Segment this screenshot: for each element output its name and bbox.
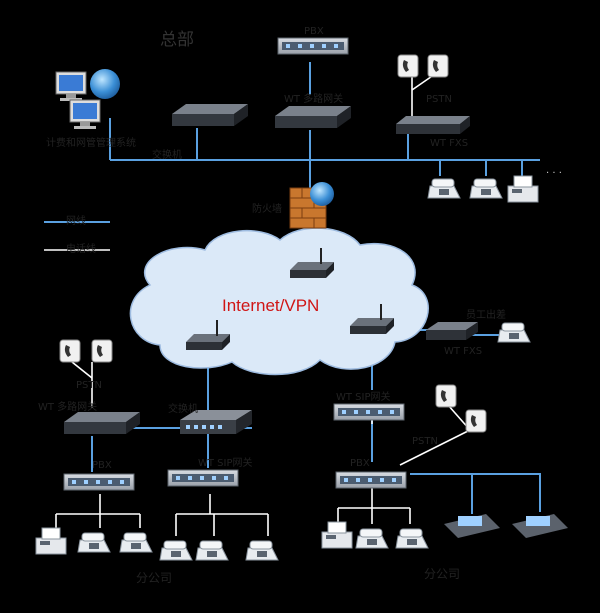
right-fax <box>321 521 353 549</box>
pbx-right-label: PBX <box>350 458 370 469</box>
wt-fxs-remote-device <box>426 322 478 340</box>
wt-gateway-hq-label: WT 多路网关 <box>284 94 344 105</box>
switch-left-device <box>180 410 252 434</box>
wt-fxs-hq-label: WT FXS <box>430 138 469 149</box>
right-phone-1 <box>355 528 389 549</box>
mgmt-globe-icon <box>90 69 120 99</box>
wt-gateway-hq-device <box>275 106 351 128</box>
wall-socket-left-1 <box>59 339 81 363</box>
pbx-top-label: PBX <box>304 26 324 37</box>
more-phones-dots: · · · <box>546 168 562 179</box>
pbx-top-device <box>277 37 349 55</box>
wall-socket-right-2 <box>465 409 487 433</box>
wt-fxs-remote-label: WT FXS <box>444 346 483 357</box>
wall-socket-right-1 <box>435 384 457 408</box>
wt-fxs-hq-device <box>396 116 470 134</box>
wall-socket-pstn-2 <box>427 54 449 78</box>
pbx-right-device <box>335 471 407 489</box>
pstn-top-label: PSTN <box>426 94 452 105</box>
wt-sip-right-label: WT SIP网关 <box>336 392 391 403</box>
hq-fax <box>507 175 539 203</box>
wt-sip-right-device <box>333 403 405 421</box>
internet-vpn-label: Internet/VPN <box>222 296 320 315</box>
hq-switch-device <box>172 104 248 126</box>
right-ip-phone-1 <box>444 514 500 538</box>
wt-sip-left-device <box>167 469 239 487</box>
hq-phone-1 <box>427 178 461 199</box>
pstn-left-label: PSTN <box>76 380 102 391</box>
mgmt-system-label: 计费和网管管理系统 <box>46 138 136 149</box>
wall-socket-pstn-1 <box>397 54 419 78</box>
legend <box>44 221 110 251</box>
wt-gateway-left-device <box>64 412 140 434</box>
hq-phone-2 <box>469 178 503 199</box>
branch-left-label: 分公司 <box>136 571 173 585</box>
pbx-left-device <box>63 473 135 491</box>
hq-title: 总部 <box>160 30 194 50</box>
legend-ethernet-label: 网线 <box>66 216 86 227</box>
left-phone-3 <box>159 540 193 561</box>
switch-left-label: 交换机 <box>168 404 198 415</box>
left-phone-5 <box>245 540 279 561</box>
left-phone-1 <box>77 532 111 553</box>
right-phone-2 <box>395 528 429 549</box>
firewall-icon <box>289 182 334 229</box>
remote-employee-label: 员工出差 <box>466 310 506 321</box>
left-fax <box>35 527 67 555</box>
pstn-right-label: PSTN <box>412 436 438 447</box>
legend-phone-line-label: 电话线 <box>66 244 96 255</box>
left-phone-4 <box>195 540 229 561</box>
firewall-label: 防火墙 <box>252 204 282 215</box>
phone-links <box>55 71 471 536</box>
wt-sip-left-label: WT SIP网关 <box>198 458 253 469</box>
wt-gateway-left-label: WT 多路网关 <box>38 402 98 413</box>
left-phone-2 <box>119 532 153 553</box>
hq-switch-label: 交换机 <box>152 150 182 161</box>
pbx-left-label: PBX <box>92 460 112 471</box>
right-ip-phone-2 <box>512 514 568 538</box>
wall-socket-left-2 <box>91 339 113 363</box>
remote-phone <box>497 322 531 343</box>
branch-right-label: 分公司 <box>424 567 461 581</box>
